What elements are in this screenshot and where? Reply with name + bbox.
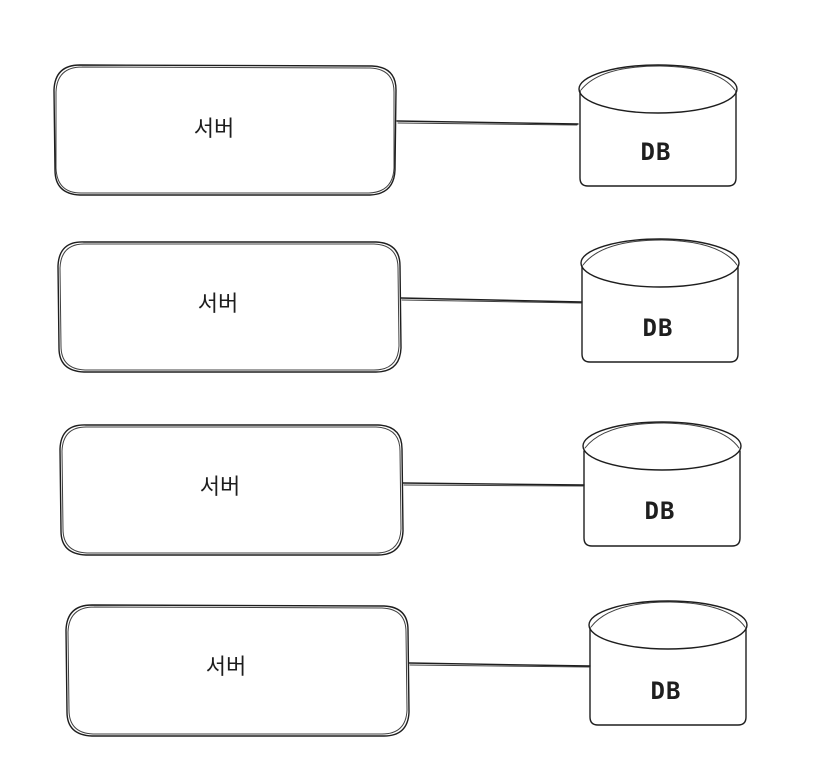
server-label: 서버 bbox=[206, 655, 246, 680]
server-db-pair: 서버 DB bbox=[53, 64, 738, 196]
server-box[interactable]: 서버 bbox=[59, 424, 404, 556]
connector-line bbox=[400, 297, 583, 304]
database-cylinder[interactable]: DB bbox=[582, 421, 742, 547]
connector-line bbox=[402, 482, 585, 487]
connector-line bbox=[408, 662, 591, 668]
server-box[interactable]: 서버 bbox=[53, 64, 397, 196]
database-cylinder[interactable]: DB bbox=[580, 238, 740, 363]
server-label: 서버 bbox=[198, 292, 238, 317]
database-cylinder[interactable]: DB bbox=[588, 600, 748, 726]
db-label: DB bbox=[651, 677, 682, 705]
server-box[interactable]: 서버 bbox=[65, 604, 410, 737]
server-db-pair: 서버 DB bbox=[59, 421, 742, 556]
server-db-pair: 서버 DB bbox=[65, 600, 748, 737]
db-label: DB bbox=[643, 314, 674, 342]
db-label: DB bbox=[645, 497, 676, 525]
db-label: DB bbox=[641, 138, 672, 166]
server-box[interactable]: 서버 bbox=[57, 241, 402, 373]
server-label: 서버 bbox=[194, 117, 234, 142]
connector-line bbox=[396, 120, 579, 126]
database-cylinder[interactable]: DB bbox=[578, 64, 738, 187]
server-label: 서버 bbox=[200, 475, 240, 500]
server-db-pair: 서버 DB bbox=[57, 238, 740, 373]
